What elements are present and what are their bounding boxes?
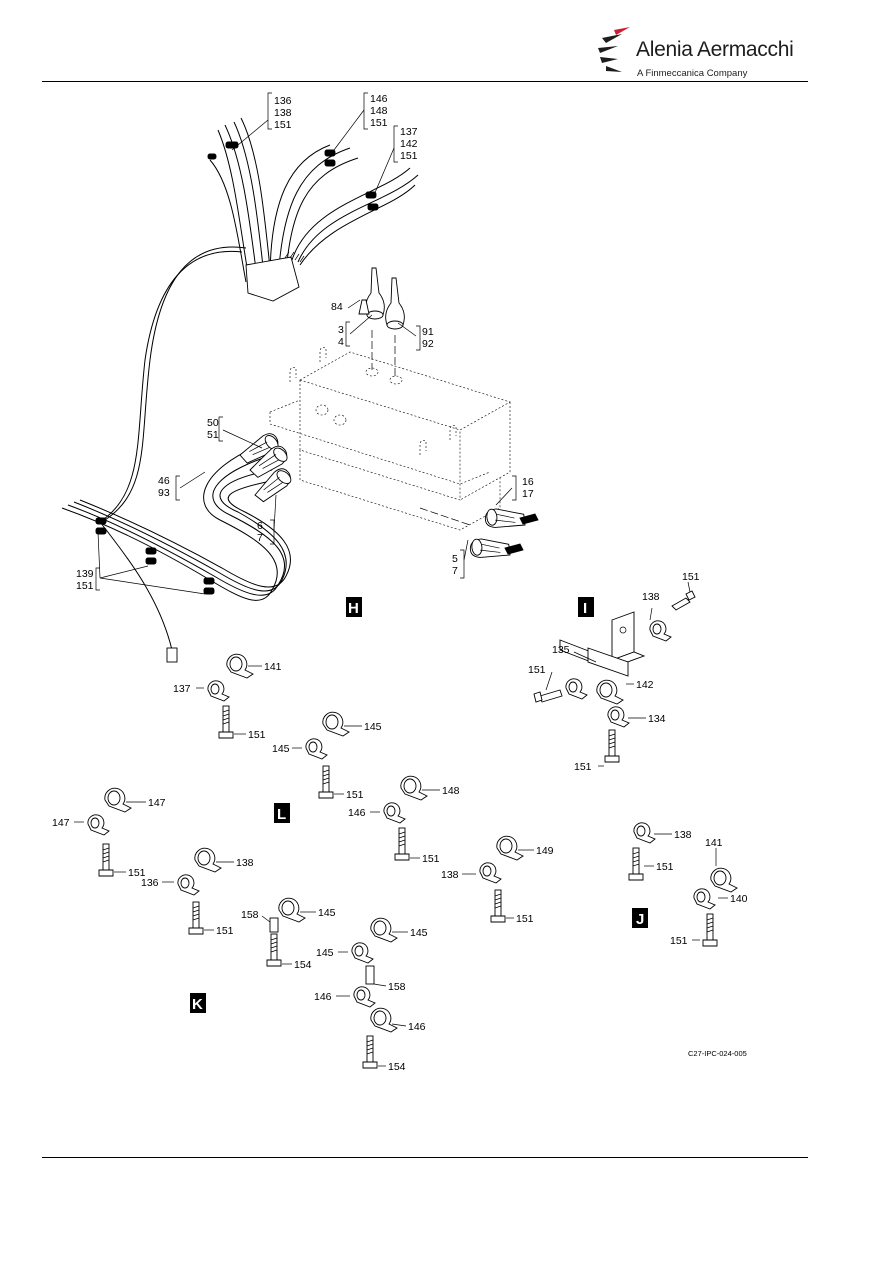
- harness-assembly: [61, 117, 539, 663]
- callout-label: 142: [400, 138, 418, 150]
- clamp-group-145: [292, 711, 362, 799]
- callout-label: 17: [522, 488, 534, 500]
- callout-label: 151: [216, 925, 234, 937]
- clamp-group-141: [196, 653, 262, 739]
- callout-label: 138: [674, 829, 692, 841]
- clamp-group-146: [336, 917, 408, 1069]
- callout-label: 51: [207, 429, 219, 441]
- clamp-group-149: [462, 835, 534, 923]
- callout-label: 91: [422, 326, 434, 338]
- view-h-label: H: [348, 600, 359, 617]
- callout-label: 139: [76, 568, 94, 580]
- brand-name: Alenia Aermacchi: [636, 38, 794, 61]
- view-h-badge: [346, 597, 362, 617]
- callout-label: 136: [274, 95, 292, 107]
- callout-label: 151: [574, 761, 592, 773]
- clamp-group-138: [162, 847, 234, 935]
- callout-label: 50: [207, 417, 219, 429]
- view-l-label: L: [277, 806, 286, 823]
- callout-label: 151: [274, 119, 292, 131]
- callout-label: 141: [264, 661, 282, 673]
- callout-label: 138: [236, 857, 254, 869]
- callout-label: 4: [338, 336, 344, 348]
- callout-label: 147: [52, 817, 70, 829]
- callout-label: 148: [370, 105, 388, 117]
- callout-label: 151: [400, 150, 418, 162]
- view-l-badge: [274, 803, 290, 823]
- callout-label: 5: [452, 553, 458, 565]
- callout-label: 84: [331, 301, 343, 313]
- callout-label: 151: [128, 867, 146, 879]
- callout-label: 134: [648, 713, 666, 725]
- callout-label: 147: [148, 797, 166, 809]
- callout-label: 92: [422, 338, 434, 350]
- callout-label: 151: [248, 729, 266, 741]
- brand-subtitle: A Finmeccanica Company: [637, 68, 748, 79]
- header-rule: [42, 81, 808, 82]
- callout-label: 146: [370, 93, 388, 105]
- clamp-group-158: [261, 897, 316, 967]
- callout-label: 93: [158, 487, 170, 499]
- view-j-badge: [632, 908, 648, 928]
- callout-label: 146: [408, 1021, 426, 1033]
- logo-mark-icon: [598, 27, 630, 72]
- callout-label: 151: [76, 580, 94, 592]
- callout-label: 6: [257, 520, 263, 532]
- callout-label: 136: [141, 877, 159, 889]
- footer-rule: [42, 1157, 808, 1158]
- callout-numbers: 136 138 151 146 148 151 137 142 151 84 3…: [52, 93, 748, 1073]
- callout-label: 145: [364, 721, 382, 733]
- callout-label: 138: [274, 107, 292, 119]
- callout-label: 151: [422, 853, 440, 865]
- callout-label: 151: [516, 913, 534, 925]
- callout-label: 151: [528, 664, 546, 676]
- view-i-assembly: [533, 581, 696, 767]
- figure-id: C27-IPC-024-005: [688, 1049, 747, 1058]
- callout-label: 140: [730, 893, 748, 905]
- callout-label: 7: [257, 532, 263, 544]
- callout-label: 154: [388, 1061, 406, 1073]
- callout-label: 138: [642, 591, 660, 603]
- callout-label: 135: [552, 644, 570, 656]
- callout-label: 145: [410, 927, 428, 939]
- callout-label: 3: [338, 324, 344, 336]
- view-i-badge: [578, 597, 594, 617]
- callout-label: 141: [705, 837, 723, 849]
- callout-label: 145: [318, 907, 336, 919]
- view-j-label: J: [636, 911, 644, 928]
- callout-label: 151: [682, 571, 700, 583]
- callout-label: 151: [656, 861, 674, 873]
- callout-label: 146: [314, 991, 332, 1003]
- callout-label: 142: [636, 679, 654, 691]
- callout-label: 7: [452, 565, 458, 577]
- callout-label: 151: [346, 789, 364, 801]
- callout-label: 16: [522, 476, 534, 488]
- callout-label: 137: [400, 126, 418, 138]
- callout-label: 146: [348, 807, 366, 819]
- clamp-group-147: [74, 787, 146, 877]
- callout-label: 145: [316, 947, 334, 959]
- callout-label: 158: [388, 981, 406, 993]
- callout-label: 137: [173, 683, 191, 695]
- company-logo: [596, 26, 796, 82]
- view-k-badge: [190, 993, 206, 1013]
- callout-label: 145: [272, 743, 290, 755]
- callout-label: 46: [158, 475, 170, 487]
- clamp-group-j: [628, 822, 738, 947]
- callout-label: 151: [670, 935, 688, 947]
- callout-label: 154: [294, 959, 312, 971]
- view-i-label: I: [583, 600, 587, 617]
- callout-label: 148: [442, 785, 460, 797]
- clamp-group-148: [370, 775, 440, 861]
- callout-label: 138: [441, 869, 459, 881]
- view-k-label: K: [192, 996, 203, 1013]
- callout-label: 158: [241, 909, 259, 921]
- callout-label: 151: [370, 117, 388, 129]
- callout-brackets: [95, 92, 517, 595]
- callout-label: 149: [536, 845, 554, 857]
- view-labels: H I J K L: [190, 597, 648, 1013]
